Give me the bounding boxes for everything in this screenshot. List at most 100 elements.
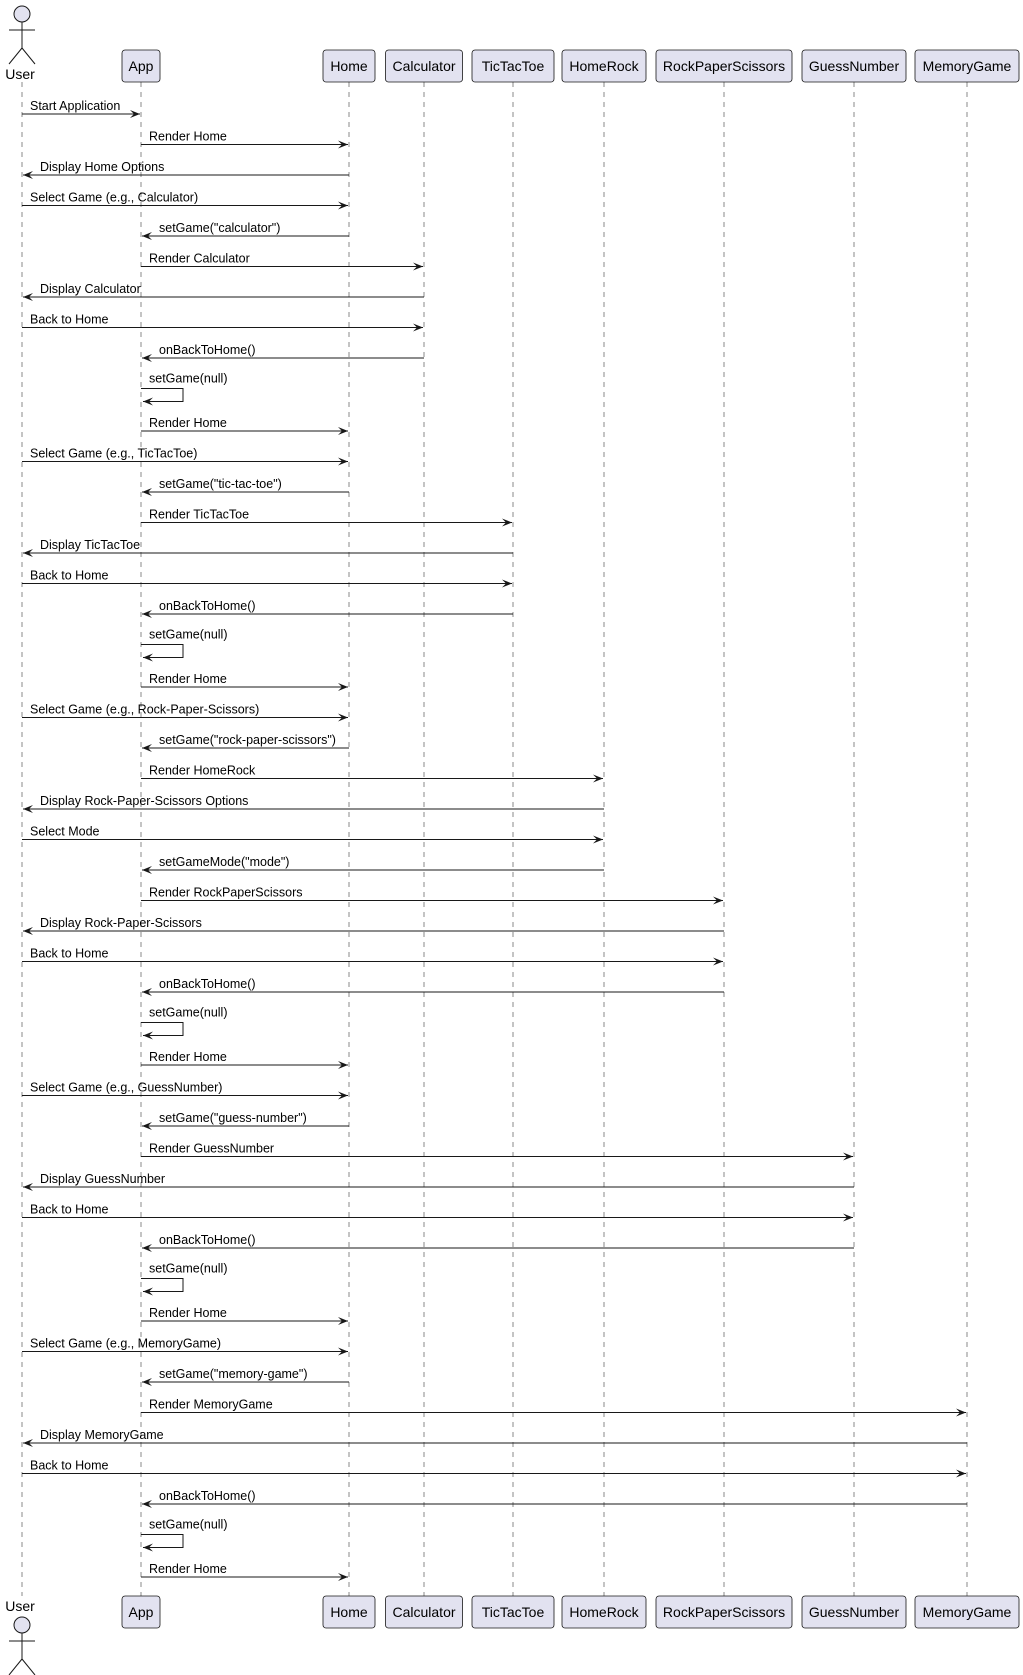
message-label: onBackToHome() — [159, 977, 256, 991]
message-label: Select Game (e.g., Rock-Paper-Scissors) — [30, 703, 259, 717]
message: Render Calculator — [141, 252, 423, 271]
message-label: Display Home Options — [40, 160, 164, 174]
message-arrowhead — [143, 653, 153, 662]
message: Render Home — [141, 1050, 348, 1069]
participant-label-app: App — [129, 1604, 154, 1620]
message-label: Render RockPaperScissors — [149, 886, 303, 900]
message-arrowhead — [502, 579, 512, 588]
message-arrowhead — [142, 744, 152, 752]
message: Select Game (e.g., GuessNumber) — [22, 1081, 348, 1100]
participant-label-app: App — [129, 58, 154, 74]
message-label: setGame(null) — [149, 1006, 228, 1020]
message-arrowhead — [338, 1573, 348, 1581]
message-label: Render Home — [149, 672, 227, 686]
message-arrowhead — [142, 354, 152, 362]
message-arrowhead — [338, 683, 348, 691]
message: onBackToHome() — [142, 1489, 967, 1508]
message-arrowhead — [23, 805, 33, 813]
message: Select Game (e.g., TicTacToe) — [22, 447, 348, 466]
message-label: Select Game (e.g., MemoryGame) — [30, 1337, 221, 1351]
message-arrowhead — [142, 1122, 152, 1130]
message: Display GuessNumber — [23, 1172, 854, 1191]
participant-box-app-bottom — [121, 1595, 161, 1629]
message: setGame(null) — [141, 372, 228, 406]
message-label: setGame("guess-number") — [159, 1111, 307, 1125]
message-label: Render MemoryGame — [149, 1398, 273, 1412]
message: Render HomeRock — [141, 764, 603, 783]
message-label: Render Home — [149, 1306, 227, 1320]
message-label: setGame(null) — [149, 372, 228, 386]
message-arrowhead — [23, 549, 33, 557]
message: setGameMode("mode") — [142, 855, 604, 874]
message-label: Back to Home — [30, 947, 109, 961]
message-arrowhead — [338, 201, 348, 210]
message-label: Render Home — [149, 1050, 227, 1064]
message-arrowhead — [956, 1408, 966, 1417]
message-label: Display MemoryGame — [40, 1428, 164, 1442]
message-line — [141, 644, 184, 658]
message-label: Render TicTacToe — [149, 508, 249, 522]
participant-box-calculator-top — [385, 49, 463, 83]
message-label: Render HomeRock — [149, 764, 256, 778]
message: Display Calculator — [23, 282, 424, 301]
actor-leg-right — [21, 1658, 36, 1675]
message-arrowhead — [142, 1378, 152, 1386]
message-arrowhead — [338, 713, 348, 722]
message-label: Back to Home — [30, 1459, 109, 1473]
message-arrowhead — [593, 774, 603, 783]
message-arrowhead — [142, 1500, 152, 1508]
message-label: onBackToHome() — [159, 1233, 256, 1247]
message-line — [141, 1022, 184, 1036]
message-label: Display Rock-Paper-Scissors — [40, 916, 202, 930]
participant-label-home: Home — [330, 1604, 368, 1620]
message-arrowhead — [130, 110, 140, 118]
message-arrowhead — [142, 1244, 152, 1252]
message-label: Display Calculator — [40, 282, 141, 296]
message-arrowhead — [142, 866, 152, 874]
message: Back to Home — [22, 313, 423, 332]
participant-box-calculator-bottom — [385, 1595, 463, 1629]
participant-box-rockpaperscissors-top — [655, 49, 793, 83]
message-label: Back to Home — [30, 313, 109, 327]
message-arrowhead — [143, 1543, 153, 1552]
message: Back to Home — [22, 947, 723, 966]
message: onBackToHome() — [142, 1233, 854, 1252]
message: onBackToHome() — [142, 977, 724, 996]
message-line — [141, 1534, 184, 1548]
message-label: Select Game (e.g., TicTacToe) — [30, 447, 197, 461]
message: setGame(null) — [141, 1006, 228, 1040]
message-arrowhead — [23, 293, 33, 301]
message: onBackToHome() — [142, 599, 513, 618]
message-arrowhead — [23, 171, 33, 179]
message-arrowhead — [593, 835, 603, 844]
message: Render Home — [141, 1562, 348, 1581]
message-line — [141, 388, 184, 402]
message: Back to Home — [22, 1459, 966, 1478]
message: Display Rock-Paper-Scissors — [23, 916, 724, 935]
message-label: onBackToHome() — [159, 1489, 256, 1503]
message: setGame("rock-paper-scissors") — [142, 733, 349, 752]
message: setGame("calculator") — [142, 221, 349, 240]
message-label: Back to Home — [30, 569, 109, 583]
participant-label-memorygame: MemoryGame — [923, 1604, 1012, 1620]
message-arrowhead — [143, 397, 153, 406]
participant-label-user: User — [5, 1598, 35, 1614]
message-arrowhead — [143, 1287, 153, 1296]
message-label: setGameMode("mode") — [159, 855, 289, 869]
message-label: Render Calculator — [149, 252, 250, 266]
message-label: Back to Home — [30, 1203, 109, 1217]
message-label: Render Home — [149, 1562, 227, 1576]
message-label: Select Game (e.g., GuessNumber) — [30, 1081, 222, 1095]
message-arrowhead — [338, 1091, 348, 1100]
participant-box-rockpaperscissors-bottom — [655, 1595, 793, 1629]
message: Back to Home — [22, 569, 512, 588]
participant-box-app-top — [121, 49, 161, 83]
participant-box-memorygame-top — [914, 49, 1020, 83]
participant-box-tictactoe-top — [471, 49, 555, 83]
message-arrowhead — [338, 1061, 348, 1069]
participant-label-calculator: Calculator — [392, 1604, 455, 1620]
message-arrowhead — [338, 1347, 348, 1356]
participant-label-rockpaperscissors: RockPaperScissors — [663, 58, 785, 74]
